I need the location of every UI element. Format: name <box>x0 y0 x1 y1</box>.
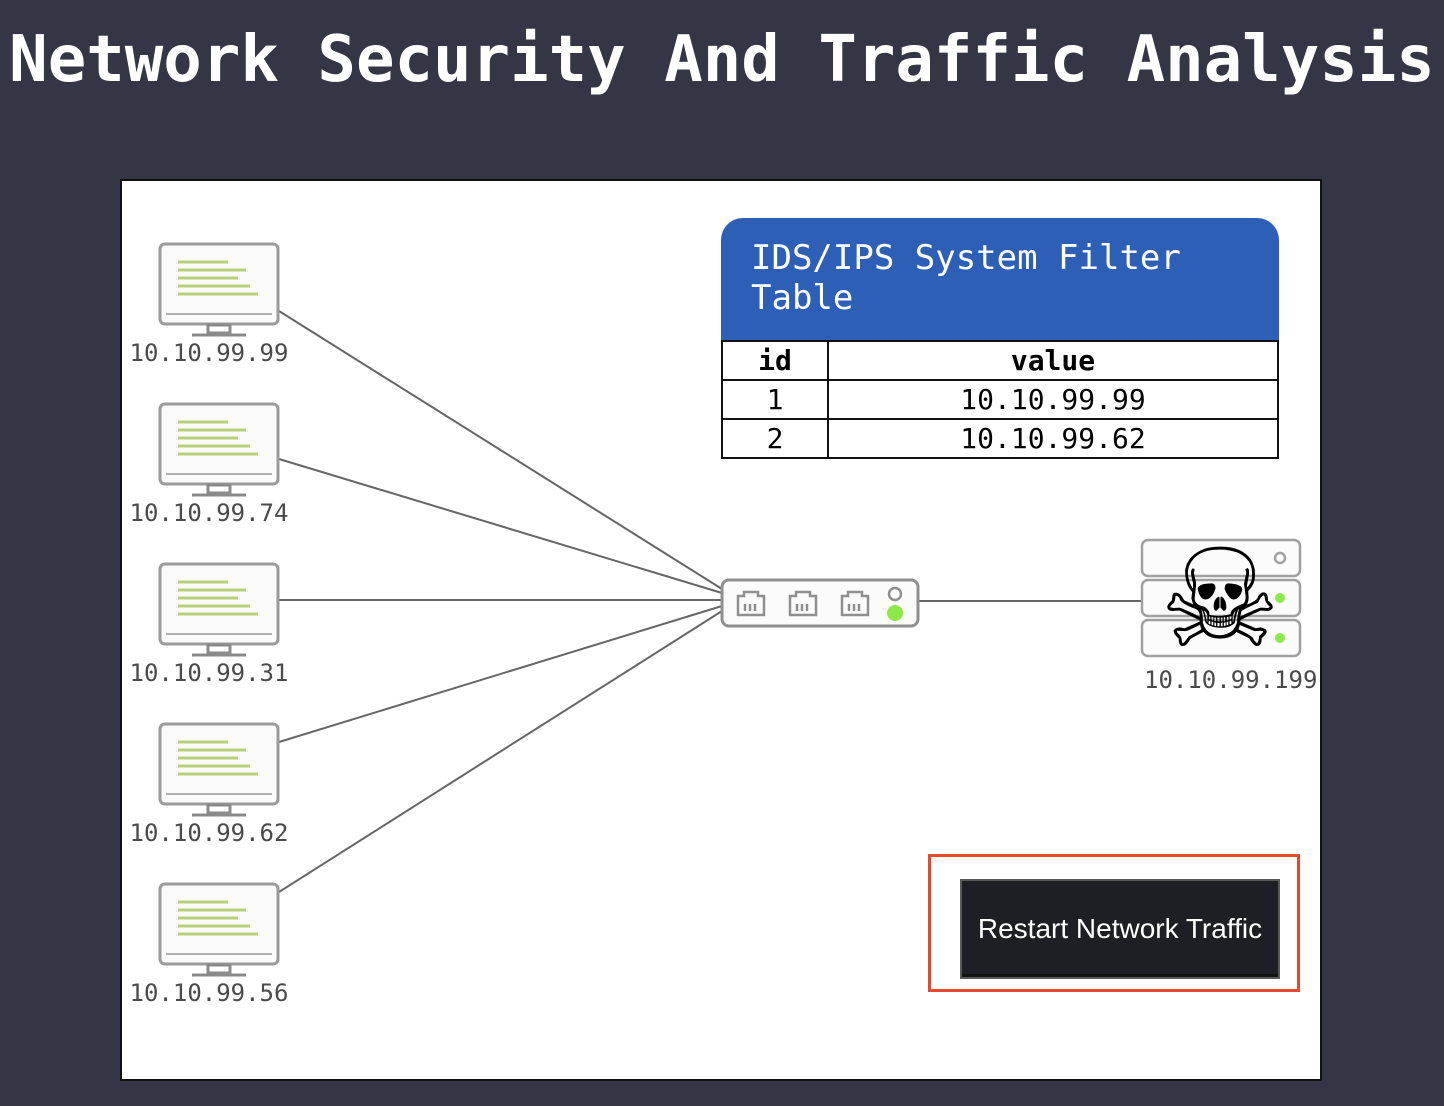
table-row: 1 10.10.99.99 <box>721 379 1279 420</box>
table-cell-id: 1 <box>721 379 829 420</box>
page-title: Network Security And Traffic Analysis <box>9 23 1435 97</box>
host-node[interactable]: 10.10.99.99 <box>122 242 302 382</box>
table-cell-id: 2 <box>721 418 829 459</box>
host-ip-label: 10.10.99.74 <box>129 499 289 527</box>
host-node[interactable]: 10.10.99.31 <box>122 562 302 702</box>
computer-monitor-icon <box>158 242 280 337</box>
link-host-2 <box>278 458 723 594</box>
link-host-4 <box>278 605 723 743</box>
host-node[interactable]: 10.10.99.56 <box>122 882 302 1022</box>
table-row: 2 10.10.99.62 <box>721 418 1279 459</box>
network-diagram-panel: 10.10.99.99 10.10.99.74 10.10.99 <box>120 179 1322 1081</box>
host-node[interactable]: 10.10.99.74 <box>122 402 302 542</box>
host-node[interactable]: 10.10.99.62 <box>122 722 302 862</box>
table-cell-value: 10.10.99.99 <box>827 379 1279 420</box>
link-host-5 <box>278 610 723 893</box>
network-switch-icon <box>720 578 920 628</box>
column-header-value: value <box>827 340 1279 381</box>
ids-table-title: IDS/IPS System Filter Table <box>721 218 1279 340</box>
table-cell-value: 10.10.99.62 <box>827 418 1279 459</box>
host-ip-label: 10.10.99.62 <box>129 819 289 847</box>
restart-network-traffic-button[interactable]: Restart Network Traffic <box>960 879 1280 979</box>
computer-monitor-icon <box>158 722 280 817</box>
server-ip-label: 10.10.99.199 <box>1144 666 1318 694</box>
restart-highlight-frame <box>928 854 1300 992</box>
ids-filter-table: id value 1 10.10.99.99 2 10.10.99.62 <box>721 340 1279 459</box>
link-host-1 <box>278 310 723 590</box>
host-ip-label: 10.10.99.56 <box>129 979 289 1007</box>
computer-monitor-icon <box>158 402 280 497</box>
server-rack-icon[interactable]: ☠ <box>1140 538 1306 664</box>
table-header-row: id value <box>721 340 1279 381</box>
network-links <box>278 310 1142 893</box>
computer-monitor-icon <box>158 562 280 657</box>
host-ip-label: 10.10.99.31 <box>129 659 289 687</box>
computer-monitor-icon <box>158 882 280 977</box>
host-ip-label: 10.10.99.99 <box>129 339 289 367</box>
ids-filter-table-card: IDS/IPS System Filter Table id value 1 1… <box>721 218 1279 459</box>
skull-crossbones-icon: ☠ <box>1159 538 1281 664</box>
column-header-id: id <box>721 340 829 381</box>
status-led <box>887 605 903 621</box>
